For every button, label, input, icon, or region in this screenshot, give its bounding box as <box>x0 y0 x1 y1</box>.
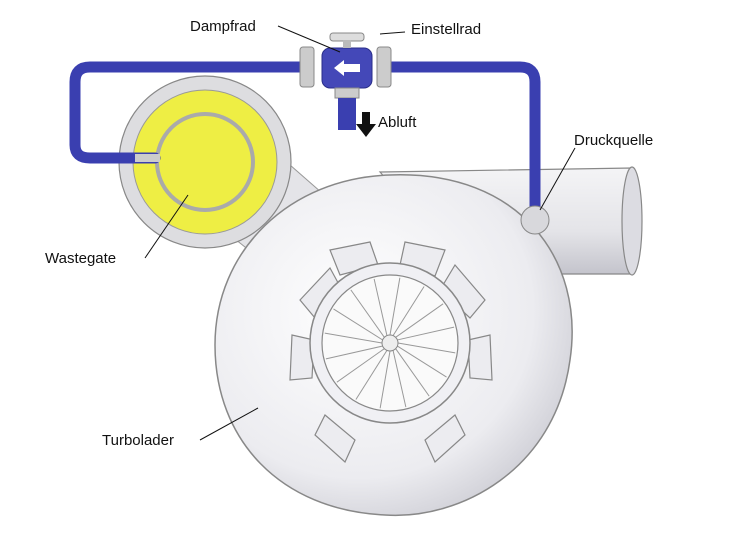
arrow-left-icon <box>334 60 360 76</box>
label-druckquelle: Druckquelle <box>574 132 654 149</box>
adjust-wheel <box>329 32 365 42</box>
label-einstellrad: Einstellrad <box>411 21 482 38</box>
compressor-blade <box>324 332 383 344</box>
turbocharger-housing <box>214 174 573 517</box>
compressor-blade <box>389 277 401 336</box>
compressor-blade <box>336 348 385 383</box>
leader-lines <box>144 25 576 441</box>
compressor-blade <box>379 350 391 409</box>
exhaust-arrow-icon <box>356 112 376 137</box>
label-wastegate: Wastegate <box>45 250 117 267</box>
pressure-pipe <box>69 61 541 221</box>
compressor-blade <box>333 308 383 341</box>
label-dampfrad: Dampfrad <box>190 18 256 35</box>
compressor-blade <box>395 348 430 397</box>
compressor-blade <box>392 286 425 336</box>
compressor-blade <box>392 350 407 408</box>
label-turbolader: Turbolader <box>102 432 174 449</box>
compressor-blade <box>325 345 383 360</box>
label-abluft: Abluft <box>378 114 417 131</box>
compressor-blade <box>355 350 388 400</box>
compressor-blade <box>397 342 456 354</box>
damper-valve <box>299 32 392 130</box>
compressor-blade <box>395 303 444 338</box>
pressure-source-port <box>520 205 550 235</box>
compressor-blade <box>397 345 447 378</box>
compressor-blade <box>373 278 388 336</box>
wastegate <box>118 75 292 249</box>
compressor-blade <box>350 289 385 338</box>
compressor-blade <box>397 326 455 341</box>
